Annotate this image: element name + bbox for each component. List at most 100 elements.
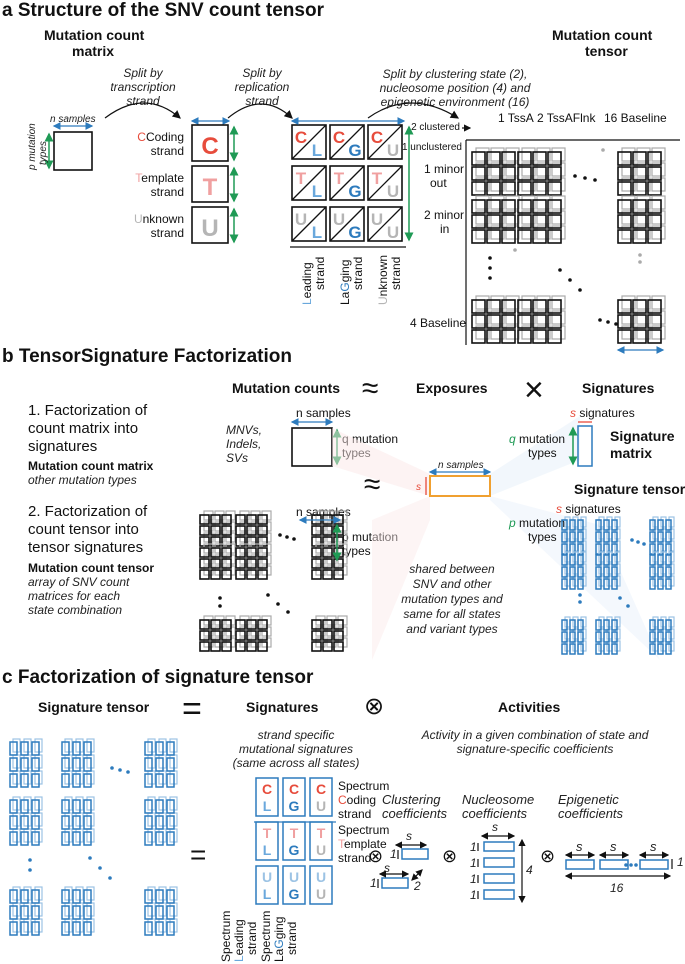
signature-cell (665, 531, 672, 543)
signature-cell (31, 741, 40, 756)
tensor-cell (246, 525, 257, 536)
signature-cell (31, 773, 40, 788)
signature-cell (31, 757, 40, 772)
svg-text:p mutation: p mutation (508, 516, 565, 530)
tensor-cell (246, 619, 257, 630)
signature-cell (657, 531, 664, 543)
svg-text:strand: strand (338, 807, 371, 821)
activity-note: Activity in a given combination of state… (421, 728, 649, 756)
tensor-cell (501, 166, 516, 181)
hdr-mutation-counts: Mutation counts (232, 380, 340, 396)
signature-cell (20, 799, 29, 814)
signature-cell (603, 643, 610, 655)
tensor-cell (617, 181, 632, 196)
tensor-title-2: tensor (585, 43, 628, 59)
signature-cell (61, 757, 70, 772)
signature-cell (31, 889, 40, 904)
tensor-cell (547, 199, 562, 214)
tensor-cell (221, 641, 232, 652)
tensor-cell (221, 514, 232, 525)
tensor-cell (199, 547, 210, 558)
svg-text:array of SNV count: array of SNV count (28, 575, 130, 589)
svg-text:Split by: Split by (123, 66, 163, 80)
times-symbol: × (524, 371, 544, 409)
tensor-cell (246, 514, 257, 525)
signature-cell (603, 631, 610, 643)
top-letter: C (371, 128, 383, 147)
tensor-cell (517, 314, 532, 329)
tensor-cell (322, 569, 333, 580)
row1-label-1: 1 minor (424, 162, 464, 176)
svg-text:⊗: ⊗ (540, 846, 555, 866)
top-letter: C (295, 128, 307, 147)
svg-text:s signatures: s signatures (556, 502, 621, 516)
tensor-title-1: Mutation count (552, 27, 653, 43)
tensor-cell (532, 166, 547, 181)
signature-cell (603, 531, 610, 543)
tensor-cell (235, 569, 246, 580)
bottom-letter: L (312, 141, 322, 160)
signature-cell (155, 773, 164, 788)
grid-cell (367, 165, 403, 201)
signature-cell (144, 905, 153, 920)
tensor-cell (210, 630, 221, 641)
svg-text:T: T (263, 825, 272, 841)
svg-text:2: 2 (413, 879, 421, 893)
tensor-cell (486, 229, 501, 244)
tensor-cell (501, 314, 516, 329)
signature-cell (657, 643, 664, 655)
signature-cell (657, 566, 664, 578)
svg-text:Unknown: Unknown (134, 212, 184, 226)
signature-cell (20, 889, 29, 904)
equals-symbol-2: = (190, 839, 206, 870)
tensor-cell (617, 166, 632, 181)
tensor-cell (517, 329, 532, 344)
grid-cell (329, 165, 365, 201)
svg-text:strand: strand (389, 257, 403, 290)
tensor-cell (199, 630, 210, 641)
signature-cell (31, 921, 40, 936)
tensor-cell (647, 229, 662, 244)
tensor-cell (246, 547, 257, 558)
tensor-cell (632, 181, 647, 196)
bottom-letter: L (312, 223, 322, 242)
svg-text:U: U (316, 798, 326, 814)
tensor-cell (333, 569, 344, 580)
count-tensor: 2 clustered 1 unclustered 1 TssA 2 TssAF… (402, 111, 680, 354)
clustered-label: 2 clustered (411, 122, 460, 133)
tensor-cell (210, 641, 221, 652)
signature-cell (20, 741, 29, 756)
signature-cell (83, 889, 92, 904)
svg-text:Unknown: Unknown (376, 255, 390, 305)
svg-text:L: L (263, 886, 272, 902)
tensor-cell (486, 181, 501, 196)
tensor-cell (471, 151, 486, 166)
tensor-cell (257, 525, 268, 536)
tensor-cell (501, 199, 516, 214)
signature-cell (561, 631, 568, 643)
spectrum-cell (255, 865, 279, 905)
signature-cell (166, 815, 175, 830)
signature-cell (649, 631, 656, 643)
tensor-cell (471, 299, 486, 314)
tensor-cell (501, 214, 516, 229)
signature-cell (595, 554, 602, 566)
tensor-cell (632, 214, 647, 229)
tensor-cell (517, 299, 532, 314)
svg-text:q mutation: q mutation (509, 432, 565, 446)
svg-text:strand: strand (151, 144, 184, 158)
signature-cell (72, 815, 81, 830)
signature-cell (657, 619, 664, 631)
svg-text:s signatures: s signatures (570, 406, 635, 420)
tensor-cell (311, 525, 322, 536)
signature-cell (611, 554, 618, 566)
signature-cell (83, 831, 92, 846)
svg-text:U: U (201, 215, 218, 242)
signature-cell (665, 554, 672, 566)
svg-text:2. Factorization of: 2. Factorization of (28, 503, 148, 520)
tensor-cell (647, 314, 662, 329)
spectrum-cell (282, 865, 306, 905)
signature-cell (166, 905, 175, 920)
svg-text:G: G (289, 886, 300, 902)
